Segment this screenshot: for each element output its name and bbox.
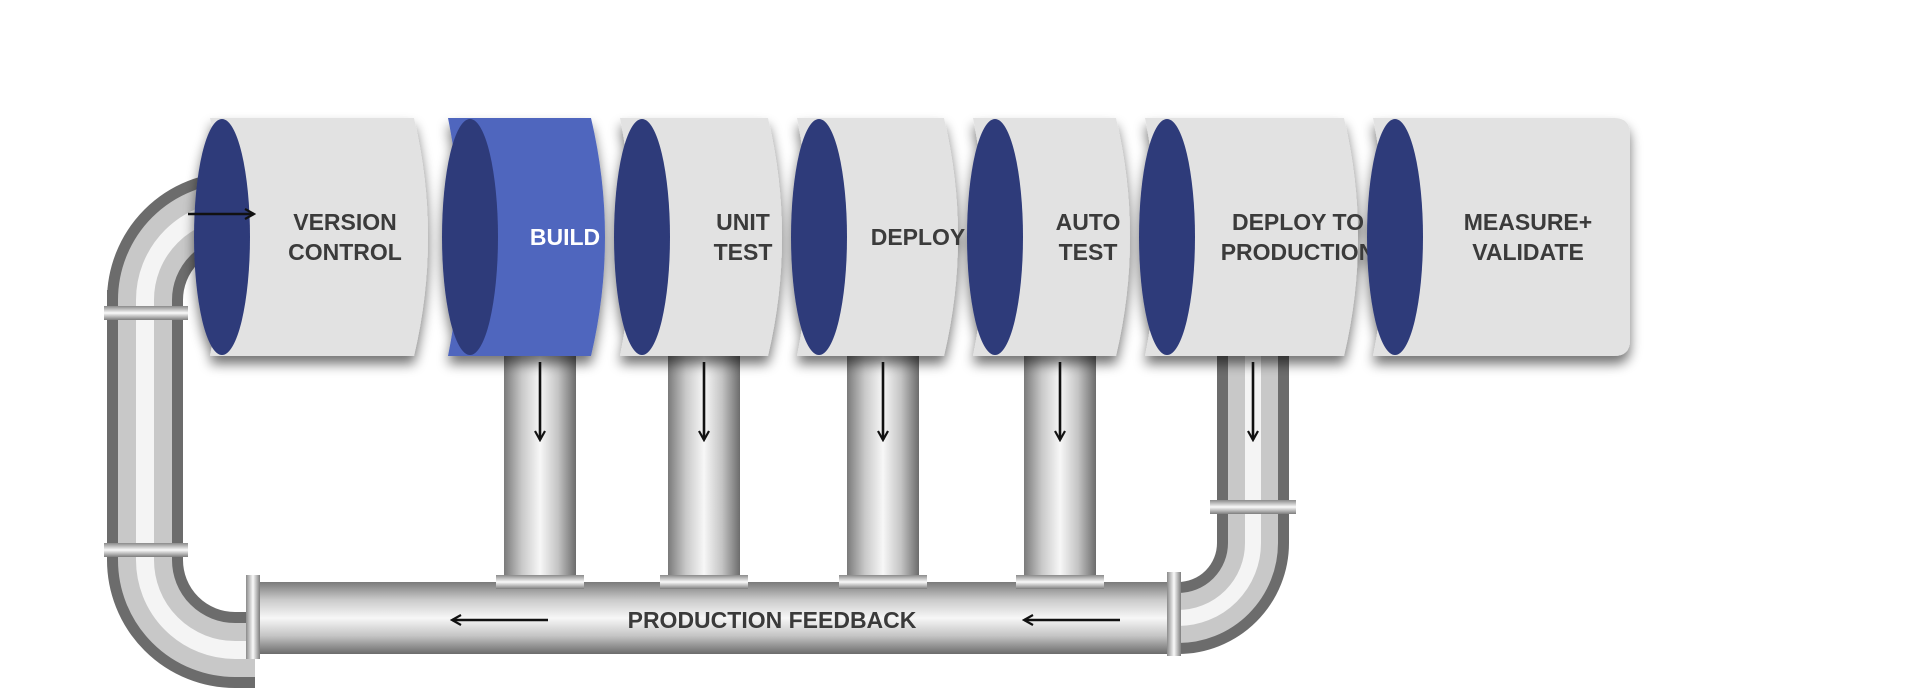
pipe-collar — [660, 575, 748, 589]
stage-body — [1373, 118, 1630, 356]
stage-label: MEASURE+ — [1464, 209, 1592, 235]
stage-opening — [614, 119, 670, 355]
stage-opening — [1139, 119, 1195, 355]
stage-opening — [1367, 119, 1423, 355]
stage-opening — [967, 119, 1023, 355]
stage-auto-test: AUTO TEST — [967, 118, 1130, 356]
flow-arrows — [188, 214, 1253, 620]
stage-unit-test: UNIT TEST — [614, 118, 782, 356]
pipe-collar — [839, 575, 927, 589]
pipe-collar — [104, 543, 188, 557]
stage-label: BUILD — [530, 224, 600, 250]
stage-label: CONTROL — [288, 239, 402, 265]
stage-deploy-to-production: DEPLOY TO PRODUCTION — [1139, 118, 1375, 356]
stage-build: BUILD — [442, 118, 605, 356]
stage-label: UNIT — [716, 209, 770, 235]
stage-label: DEPLOY — [871, 224, 966, 250]
stage-measure-validate: MEASURE+ VALIDATE — [1367, 118, 1630, 356]
stage-opening — [791, 119, 847, 355]
stage-label: VERSION — [293, 209, 397, 235]
stage-opening — [442, 119, 498, 355]
pipe-collar — [1016, 575, 1104, 589]
stage-deploy: DEPLOY — [791, 118, 965, 356]
stage-version-control: VERSION CONTROL — [194, 118, 428, 356]
pipe-collar — [1167, 572, 1181, 656]
feedback-pipe-system — [104, 172, 1296, 688]
stage-opening — [194, 119, 250, 355]
pipe-collar — [1210, 500, 1296, 514]
pipeline-stages: VERSION CONTROL BUILD UNIT TEST DEPLOY AUTO TES… — [194, 118, 1630, 356]
stage-label: TEST — [714, 239, 773, 265]
stage-body — [1145, 118, 1358, 356]
stage-label: DEPLOY TO — [1232, 209, 1364, 235]
feedback-label: PRODUCTION FEEDBACK — [628, 607, 917, 633]
pipe-collar — [104, 306, 188, 320]
stage-body — [210, 118, 428, 356]
stage-label: VALIDATE — [1472, 239, 1584, 265]
pipe-collar — [246, 575, 260, 659]
stage-label: PRODUCTION — [1221, 239, 1376, 265]
stage-label: TEST — [1059, 239, 1118, 265]
stage-label: AUTO — [1056, 209, 1121, 235]
pipe-collar — [496, 575, 584, 589]
